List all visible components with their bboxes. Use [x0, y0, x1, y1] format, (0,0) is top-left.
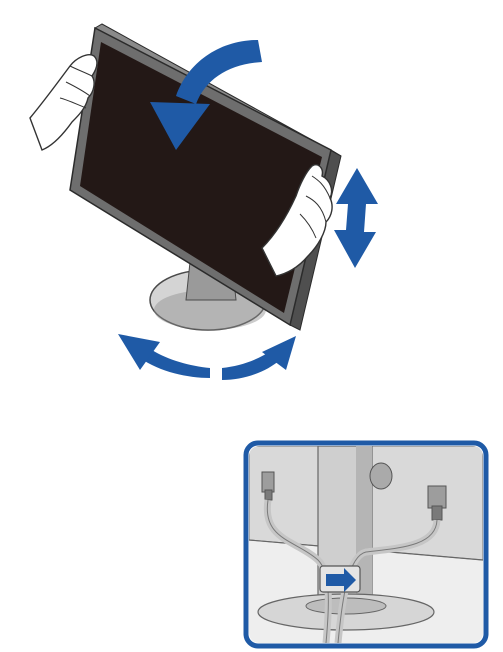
height-adjust-arrow-icon — [334, 168, 378, 268]
left-connector — [262, 472, 274, 492]
left-connector-plug — [265, 490, 272, 500]
stand-knob — [370, 463, 392, 489]
swivel-arrows-icon — [118, 334, 296, 380]
right-connector — [428, 486, 446, 508]
right-connector-plug — [432, 506, 442, 520]
cable-holder-inset — [246, 443, 486, 646]
height-arrow — [334, 168, 378, 268]
